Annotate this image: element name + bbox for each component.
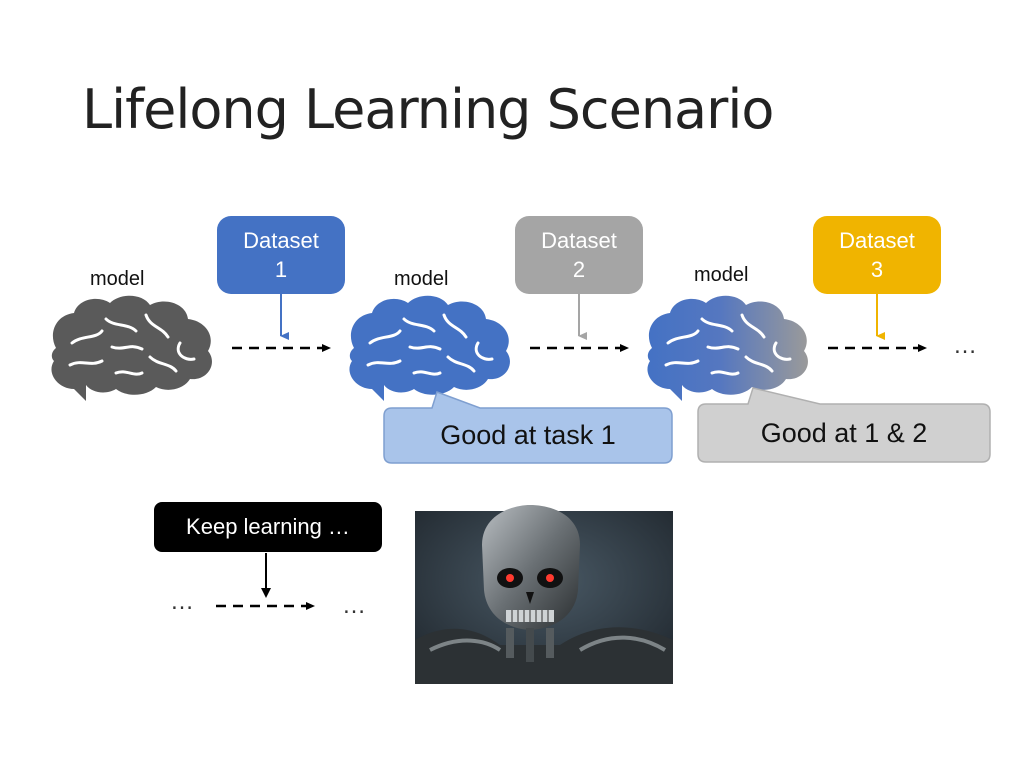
keep-learning-box: Keep learning … bbox=[154, 502, 382, 552]
callout-good-at-1-2 bbox=[697, 387, 991, 463]
callout-task-1-2-text: Good at 1 & 2 bbox=[760, 418, 928, 448]
model-label-2: model bbox=[394, 268, 449, 290]
callout-good-at-task-1 bbox=[383, 391, 673, 464]
model-label-3: model bbox=[694, 264, 749, 286]
slide-title: Lifelong Learning Scenario bbox=[82, 78, 774, 141]
dataset-2-box: Dataset 2 bbox=[515, 216, 643, 294]
brain-icon bbox=[49, 294, 214, 403]
keep-learning-arrowhead bbox=[261, 588, 271, 598]
model-label-1: model bbox=[90, 268, 145, 290]
ellipsis-row2-end: … bbox=[342, 592, 366, 619]
dataset-1-box: Dataset 1 bbox=[217, 216, 345, 294]
terminator-robot-image bbox=[415, 505, 673, 684]
brain-icon bbox=[347, 294, 512, 403]
brain-icon bbox=[645, 294, 810, 403]
callout-task-1-text: Good at task 1 bbox=[440, 420, 616, 450]
ellipsis-row2-start: … bbox=[170, 588, 194, 615]
dataset-3-box: Dataset 3 bbox=[813, 216, 941, 294]
ellipsis-row1-end: … bbox=[953, 332, 977, 359]
